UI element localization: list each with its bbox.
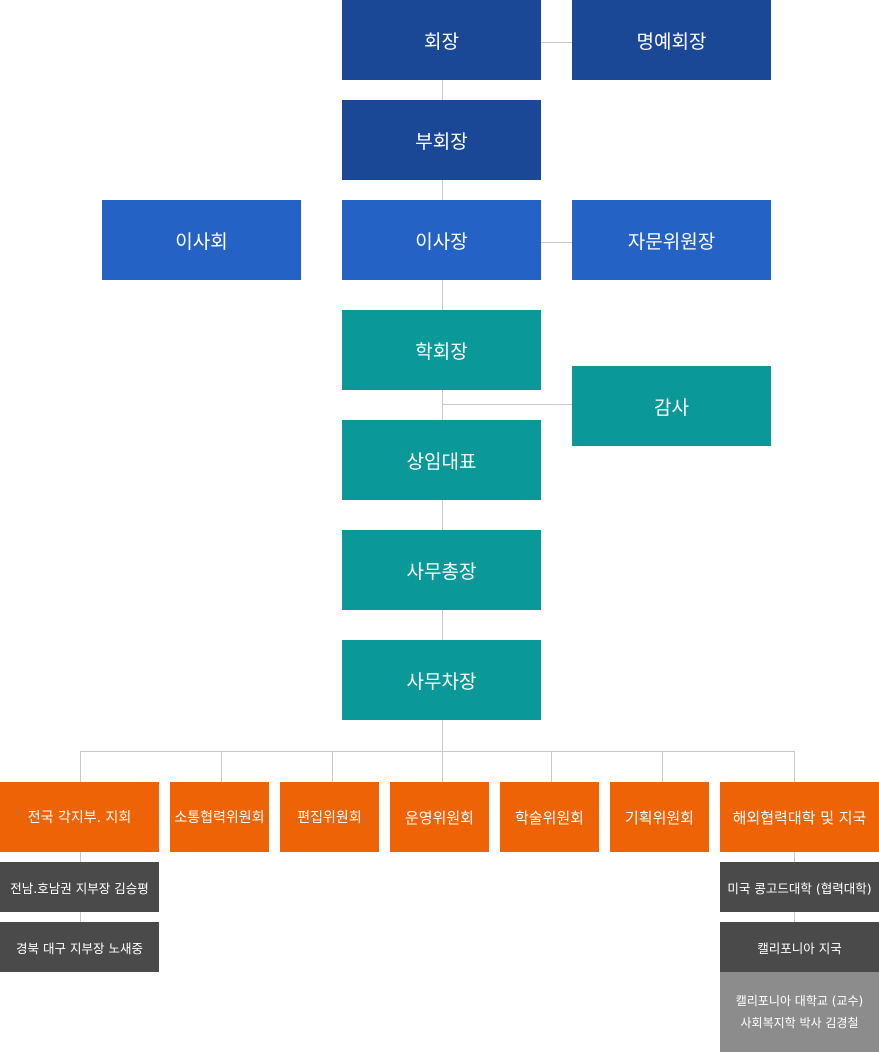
committee-box-overseas: 해외협력대학 및 지국 <box>720 782 879 852</box>
standing-rep-box: 상임대표 <box>342 420 541 500</box>
overseas-box-us-college: 미국 콩고드대학 (협력대학) <box>720 862 879 912</box>
committee-box-editorial: 편집위원회 <box>280 782 379 852</box>
connector-line <box>80 751 795 752</box>
overseas-box-california-branch: 캘리포니아 지국 <box>720 922 879 972</box>
connector-line <box>794 751 795 782</box>
chairman-box: 회장 <box>342 0 541 80</box>
committee-box-operations: 운영위원회 <box>390 782 489 852</box>
committee-box-communication: 소통협력위원회 <box>170 782 269 852</box>
connector-line <box>541 242 572 243</box>
professor-line-2: 사회복지학 박사 김경철 <box>740 1016 859 1030</box>
vice-chairman-box: 부회장 <box>342 100 541 180</box>
committee-box-planning: 기획위원회 <box>610 782 709 852</box>
honorary-chairman-box: 명예회장 <box>572 0 771 80</box>
director-box: 이사장 <box>342 200 541 280</box>
committee-box-academic: 학술위원회 <box>500 782 599 852</box>
overseas-box-professor: 캘리포니아 대학교 (교수) 사회복지학 박사 김경철 <box>720 972 879 1052</box>
committee-box-branches: 전국 각지부. 지회 <box>0 782 159 852</box>
auditor-box: 감사 <box>572 366 771 446</box>
connector-line <box>332 751 333 782</box>
professor-line-1: 캘리포니아 대학교 (교수) <box>735 994 864 1008</box>
branch-box-jeonnam: 전남.호남권 지부장 김승평 <box>0 862 159 912</box>
connector-line <box>442 404 572 405</box>
connector-line <box>662 751 663 782</box>
secretary-general-box: 사무총장 <box>342 530 541 610</box>
board-of-directors-box: 이사회 <box>102 200 301 280</box>
advisory-chair-box: 자문위원장 <box>572 200 771 280</box>
academic-chairman-box: 학회장 <box>342 310 541 390</box>
connector-line <box>541 42 572 43</box>
connector-line <box>221 751 222 782</box>
deputy-secretary-box: 사무차장 <box>342 640 541 720</box>
connector-line <box>80 751 81 782</box>
connector-line <box>551 751 552 782</box>
branch-box-gyeongbuk: 경북 대구 지부장 노새중 <box>0 922 159 972</box>
